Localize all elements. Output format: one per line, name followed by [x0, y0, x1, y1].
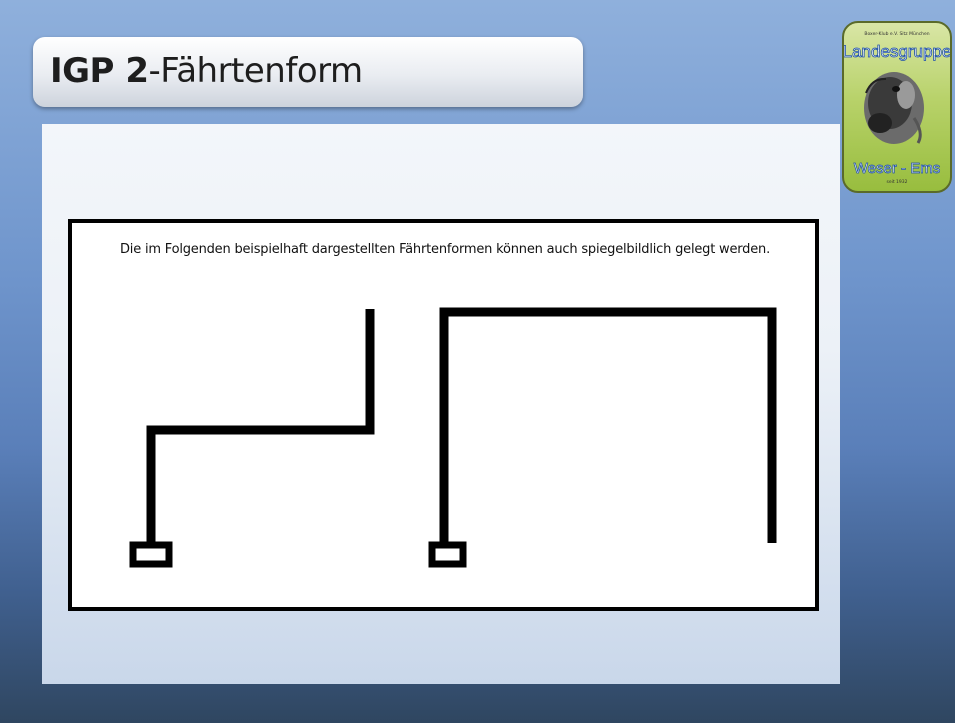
title-rest-part: -Fährtenform: [148, 51, 363, 91]
track-left: [146, 309, 375, 543]
track-right: [439, 307, 777, 543]
logo-top-text: Boxer-Klub e.V. Sitz München: [864, 31, 929, 37]
logo-line1: Landesgruppe: [844, 42, 950, 61]
title-bold-part: IGP 2: [50, 51, 149, 91]
start-box-left: [129, 541, 173, 568]
logo-landesgruppe-weser-ems: Boxer-Klub e.V. Sitz München Landesgrupp…: [842, 21, 952, 193]
boxer-head-illustration: [864, 72, 924, 144]
logo-graphic: Boxer-Klub e.V. Sitz München Landesgrupp…: [844, 31, 950, 185]
slide-title: IGP 2-Fährtenform: [50, 51, 363, 91]
figure-caption: Die im Folgenden beispielhaft dargestell…: [120, 242, 771, 257]
logo-line2: Weser - Ems: [854, 160, 940, 177]
track-shapes: [129, 307, 777, 568]
track-figure: Die im Folgenden beispielhaft dargestell…: [68, 219, 819, 611]
logo-since: seit 1932: [886, 179, 907, 185]
start-box-right: [428, 541, 467, 568]
title-box: IGP 2-Fährtenform: [33, 37, 583, 107]
